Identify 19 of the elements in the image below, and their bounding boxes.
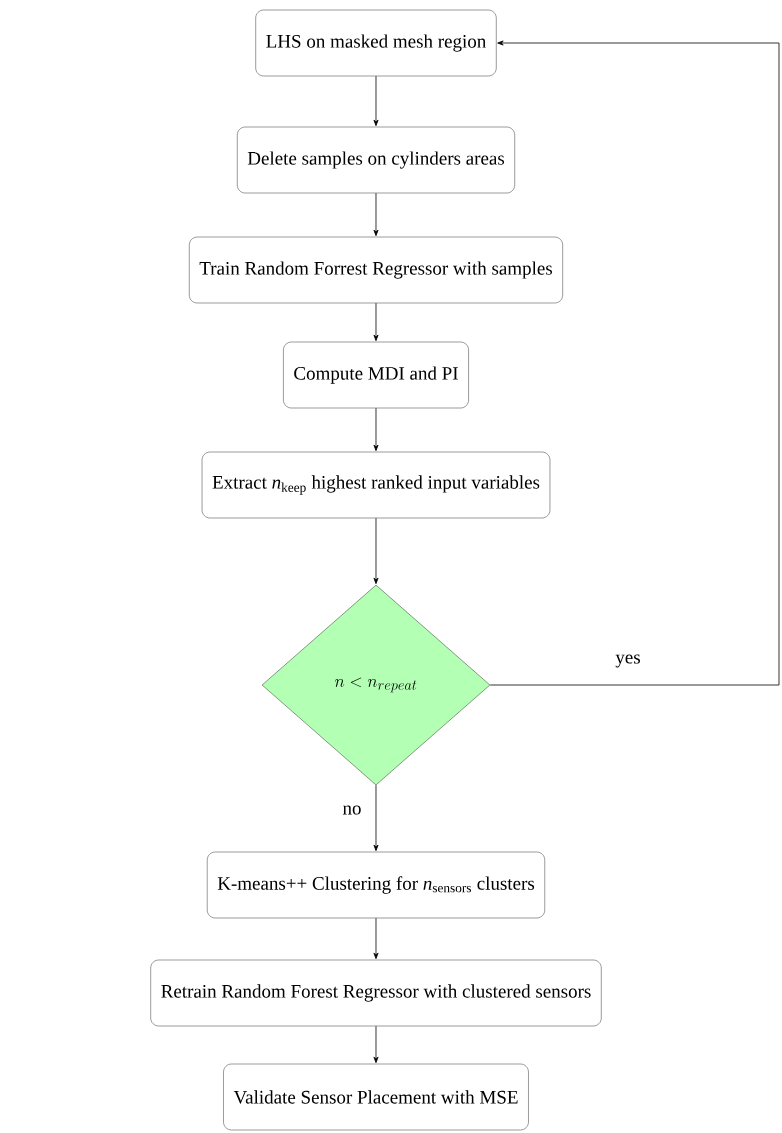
process-box: Train Random Forrest Regressor with samples [189, 236, 563, 304]
process-box: Extract n$_{keep}$ highest ranked input variables [201, 451, 551, 519]
arrow [489, 40, 780, 686]
process-box: Delete samples on cylinders areas [237, 126, 515, 194]
arrow [373, 1025, 379, 1064]
process-box: Validate Sensor Placement with MSE [223, 1063, 529, 1131]
arrow [373, 75, 379, 127]
process-box: Retrain Random Forest Regressor with clustered sensors [150, 959, 602, 1027]
edge-label: yes [613, 652, 643, 670]
edge-label: no [340, 803, 364, 817]
arrow [373, 192, 379, 237]
process-box: Compute MDI and PI [283, 341, 469, 409]
process-box: LHS on masked mesh region [255, 9, 497, 77]
process-box: K-means++ Clustering for n$_{sensors}$ clusters [207, 851, 545, 919]
arrow [373, 407, 379, 452]
arrow [373, 784, 379, 852]
arrow [373, 517, 379, 585]
arrow [373, 302, 379, 342]
arrow [373, 917, 379, 960]
